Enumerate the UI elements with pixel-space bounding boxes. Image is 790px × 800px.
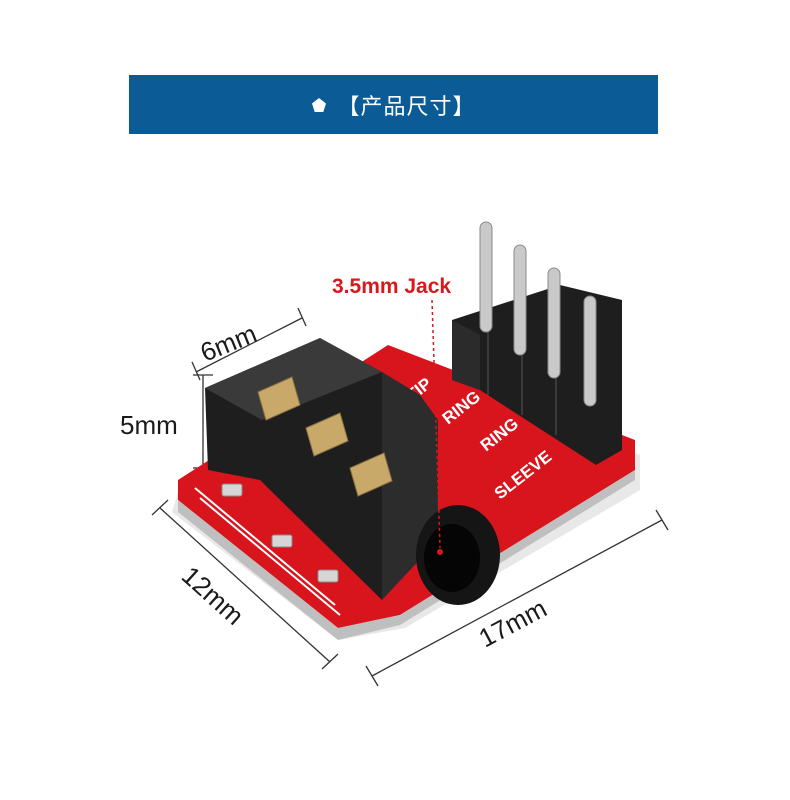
banner-content: 【产品尺寸】 [311, 89, 475, 121]
product-photo: TIP RING RING SLEEVE 3.5mm Jack 6mm 5mm … [120, 221, 669, 687]
jack-pointer-line [431, 299, 441, 549]
jack-label: 3.5mm Jack [332, 275, 451, 298]
title-banner: 【产品尺寸】 [129, 75, 658, 134]
dimension-width-top: 6mm [196, 318, 261, 367]
pentagon-icon [312, 97, 327, 112]
dimension-height: 5mm [120, 410, 178, 440]
banner-title: 【产品尺寸】 [337, 94, 476, 120]
dimension-depth: 12mm [176, 560, 250, 631]
jack-connector [205, 338, 500, 605]
dimension-length: 17mm [474, 593, 552, 653]
dimension-lines [151, 307, 669, 687]
pin-header [452, 221, 622, 465]
